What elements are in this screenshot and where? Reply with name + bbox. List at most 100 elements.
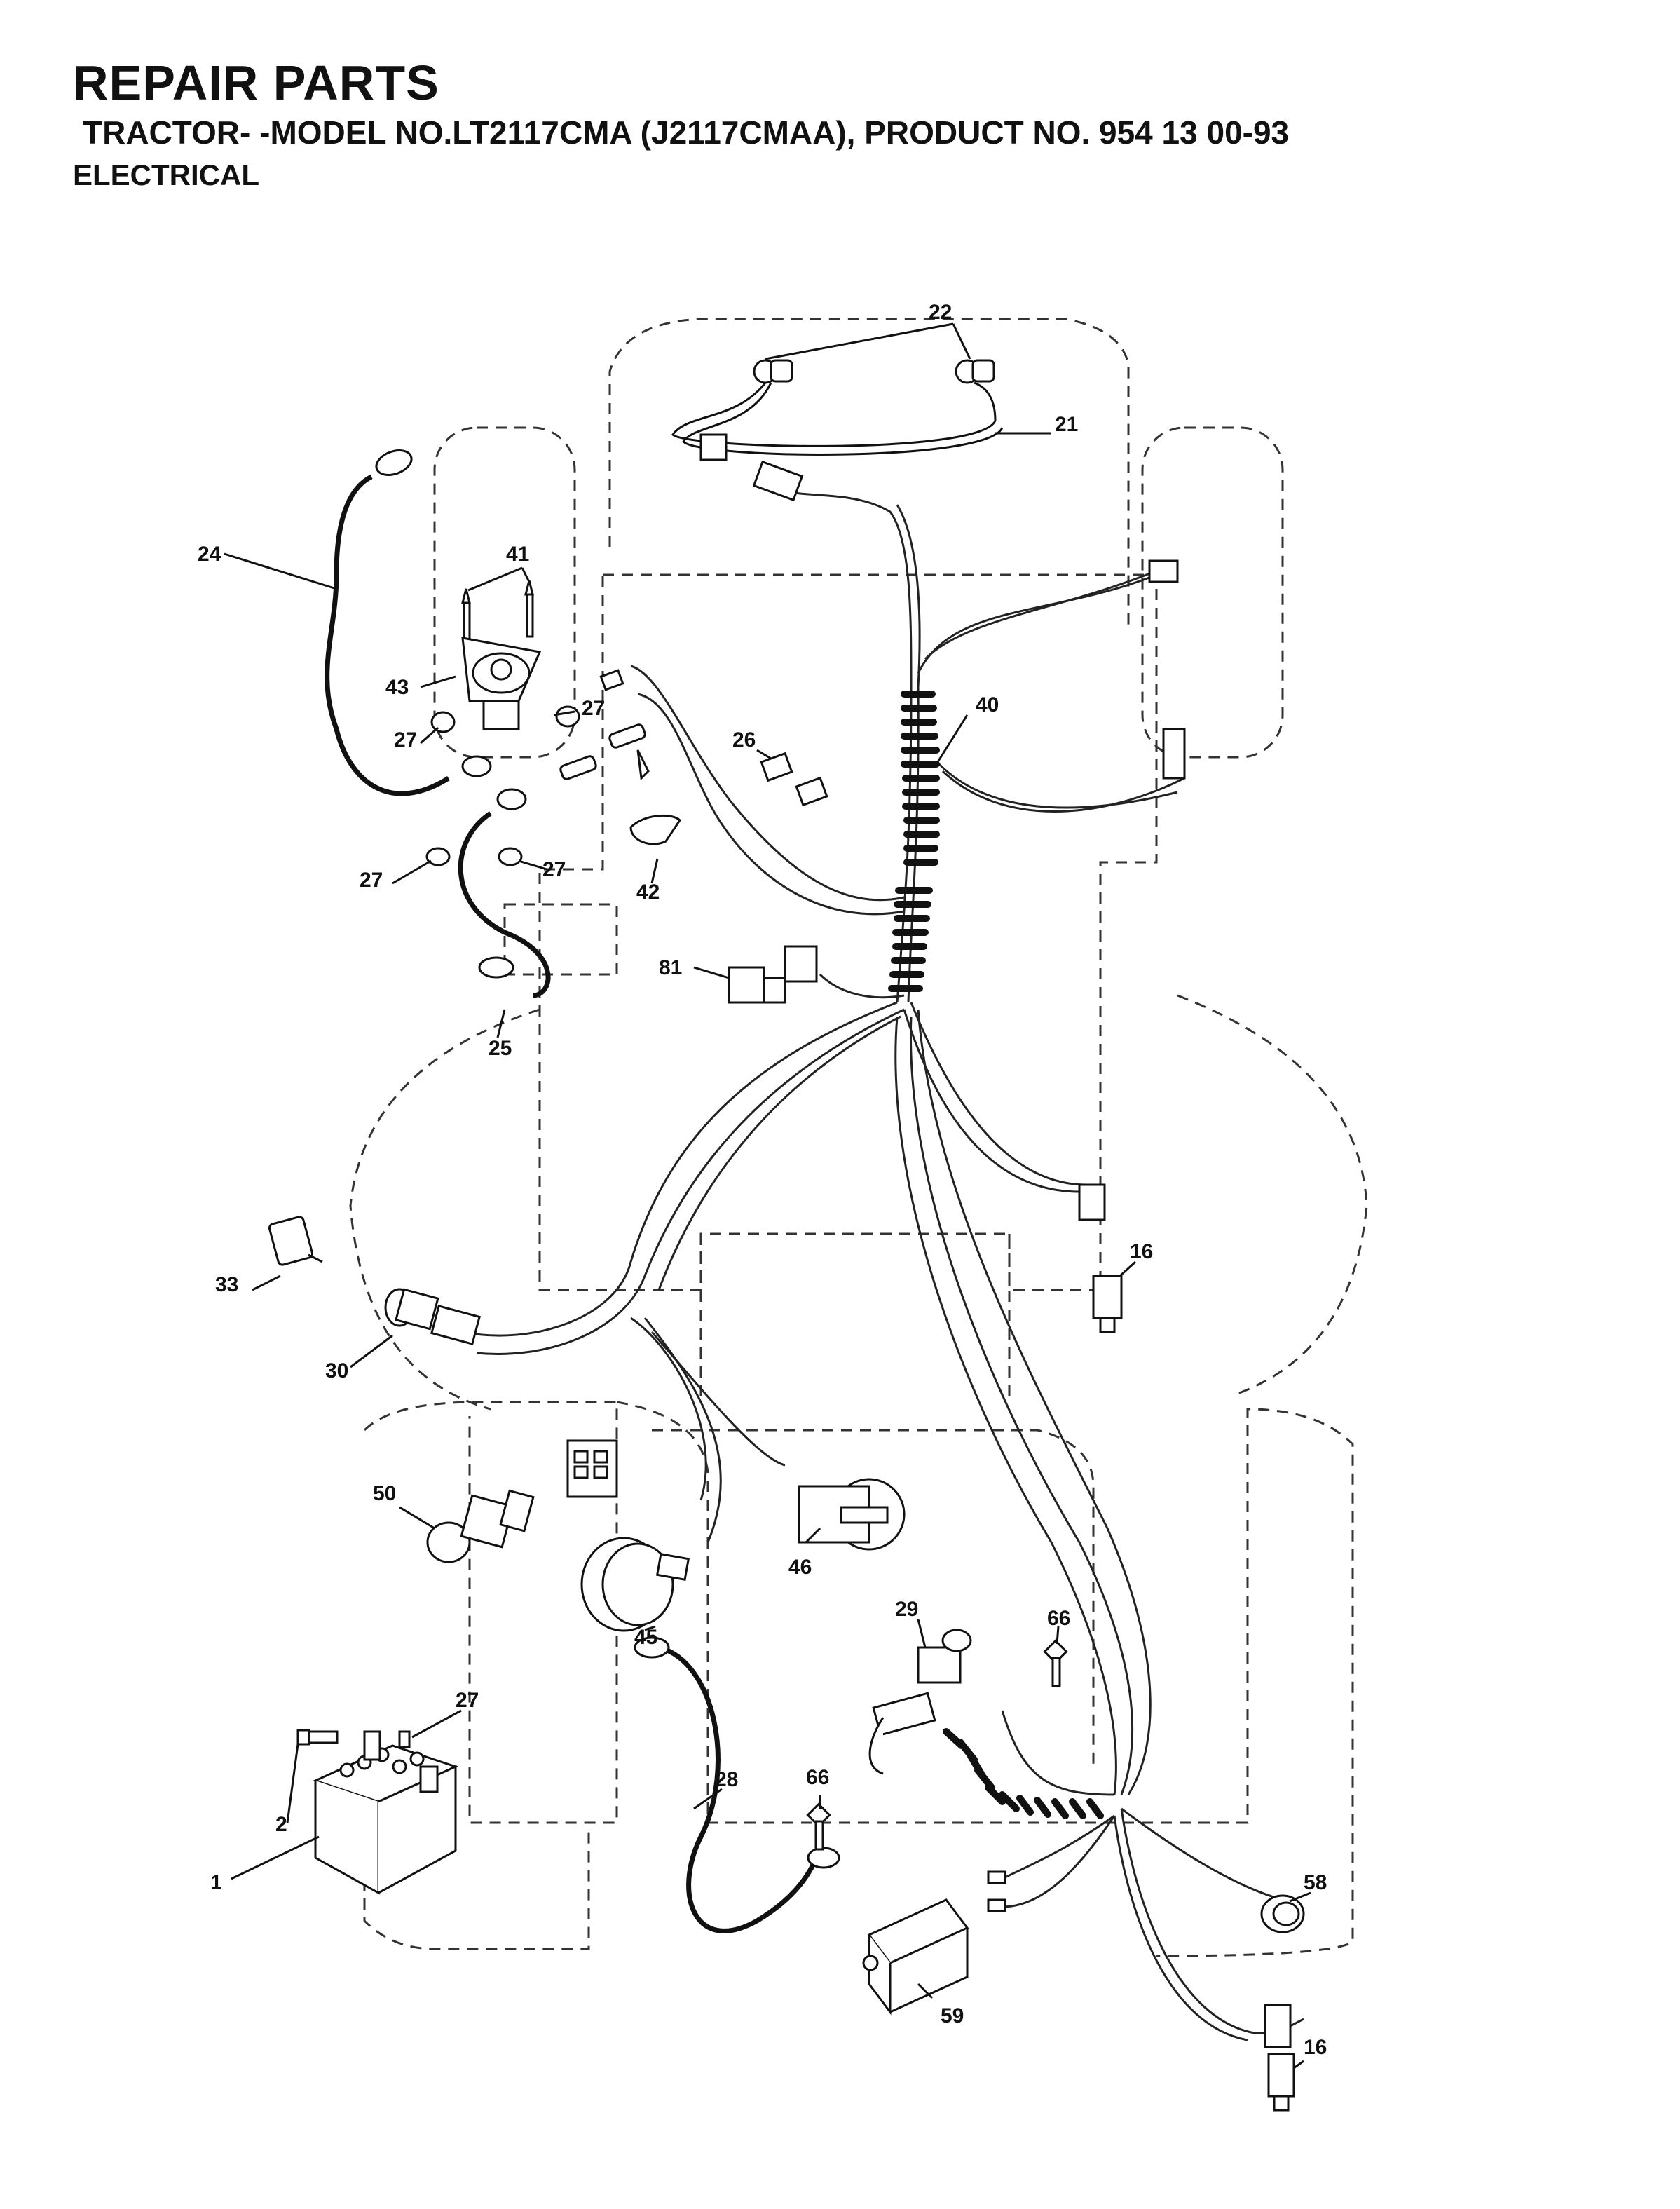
harness-left-loop [630, 665, 905, 902]
harness-to-ignition [462, 1001, 898, 1337]
harness-to-relay [819, 973, 905, 999]
callout-42: 42 [636, 881, 660, 904]
headlight-connector [699, 433, 728, 461]
hood-panel [538, 573, 1158, 1291]
bolt-41 [461, 580, 534, 646]
harness-right-lower [938, 763, 1178, 809]
ground-screw-66-a [1043, 1639, 1068, 1687]
nut-27-d [498, 847, 523, 866]
battery-bolt-2 [296, 1729, 339, 1746]
callout-81: 81 [659, 956, 682, 979]
hood-outline [608, 318, 1130, 631]
cable-24 [325, 474, 450, 796]
callout-29: 29 [895, 1598, 918, 1621]
callout-66-b: 66 [806, 1766, 829, 1789]
pto-switch-50 [426, 1489, 535, 1563]
ring-terminals [375, 449, 840, 1869]
seat-switch-16 [1092, 1275, 1123, 1333]
callout-66-a: 66 [1047, 1607, 1070, 1630]
harness-headlight-branch [784, 489, 913, 688]
loom-rear [943, 1728, 1104, 1819]
callout-27-c: 27 [360, 869, 383, 892]
harness-main-trunk-2 [907, 686, 920, 1003]
harness-connector-6pin [566, 1439, 618, 1498]
harness-right-lower-2 [941, 770, 1185, 813]
tractor-outline [349, 318, 1368, 1957]
model-subtitle: TRACTOR- -MODEL NO.LT2117CMA (J2117CMAA)… [83, 114, 1290, 151]
nut-27-b [555, 705, 580, 728]
battery-1 [312, 1730, 459, 1895]
steering-column [699, 1234, 1011, 1402]
callout-41: 41 [506, 543, 529, 566]
right-front-wheel [1141, 426, 1284, 759]
left-front-wheel [433, 426, 576, 759]
loom-lower [888, 887, 933, 992]
callout-2: 2 [275, 1813, 287, 1836]
headlight-harness-21 [671, 381, 997, 447]
battery-nut-27 [398, 1730, 411, 1748]
harness-rear-run [894, 1016, 1117, 1795]
components [268, 359, 1305, 2112]
callout-28: 28 [715, 1768, 738, 1791]
harness-main-trunk [896, 686, 913, 1003]
callout-21: 21 [1055, 413, 1078, 436]
callout-46: 46 [788, 1556, 812, 1579]
right-connector-upper [1148, 559, 1179, 583]
callout-16-rear: 16 [1304, 2036, 1327, 2059]
module-connector-a [987, 1870, 1006, 1884]
callout-27-b: 27 [394, 728, 417, 752]
callout-24: 24 [198, 543, 221, 566]
harness-to-clutch-switch [1001, 1710, 1115, 1796]
brake-switch-16 [1267, 2053, 1295, 2112]
callout-59: 59 [941, 2004, 964, 2027]
harness-right-branch-2 [924, 566, 1164, 660]
harness-to-ignition-2 [476, 1008, 905, 1355]
ignition-switch-30 [384, 1288, 481, 1345]
callout-22: 22 [929, 301, 952, 324]
callout-27-e: 27 [456, 1689, 479, 1712]
loom-upper [901, 691, 940, 866]
ammeter-gauge-45 [580, 1537, 690, 1632]
reverse-alarm-58 [1260, 1894, 1305, 1933]
callout-27-a: 27 [582, 697, 605, 720]
callout-27-d: 27 [542, 858, 566, 881]
spade-connector-c [599, 669, 624, 691]
clutch-switch-29 [868, 1629, 972, 1775]
harness-to-seat-switch-2 [910, 1002, 1087, 1186]
headlight-right [955, 359, 995, 384]
battery-tray [363, 1823, 590, 1950]
left-rear-fender [349, 1008, 540, 1411]
spade-connector-a [559, 755, 597, 780]
callout-1: 1 [210, 1871, 222, 1894]
battery-cables [325, 474, 816, 1933]
harness-to-module [1002, 1814, 1115, 1880]
right-rear-fender [1177, 994, 1368, 1396]
spade-connector-b [608, 723, 646, 749]
connector-near-16 [1078, 1183, 1106, 1221]
cable-28 [658, 1645, 816, 1933]
callout-45: 45 [634, 1626, 657, 1649]
callout-50: 50 [373, 1482, 396, 1505]
rear-connector [1264, 2004, 1292, 2048]
ignition-key-33 [268, 1216, 323, 1266]
module-connector-b [987, 1898, 1006, 1912]
relay-81 [728, 945, 818, 1004]
harness-loom [888, 691, 1104, 1819]
ground-screw-66-b [806, 1802, 831, 1851]
callout-25: 25 [489, 1037, 512, 1060]
callout-30: 30 [325, 1359, 348, 1382]
fuse-26 [760, 752, 828, 807]
wiring-harness [462, 489, 1304, 2041]
terminal-boot-42 [629, 814, 681, 845]
harness-to-module-2 [1002, 1815, 1116, 1908]
rear-body [616, 1401, 1354, 1957]
starter-solenoid-43 [461, 637, 542, 730]
headlight-left [753, 359, 793, 384]
section-title: ELECTRICAL [73, 158, 259, 191]
hour-meter-46 [798, 1478, 906, 1551]
harness-to-gauge [643, 1317, 722, 1543]
connector-near-42 [636, 749, 650, 781]
nut-27-c [425, 847, 451, 866]
right-connector-lower [1162, 728, 1186, 780]
harness-rear-run-3 [917, 1009, 1152, 1795]
